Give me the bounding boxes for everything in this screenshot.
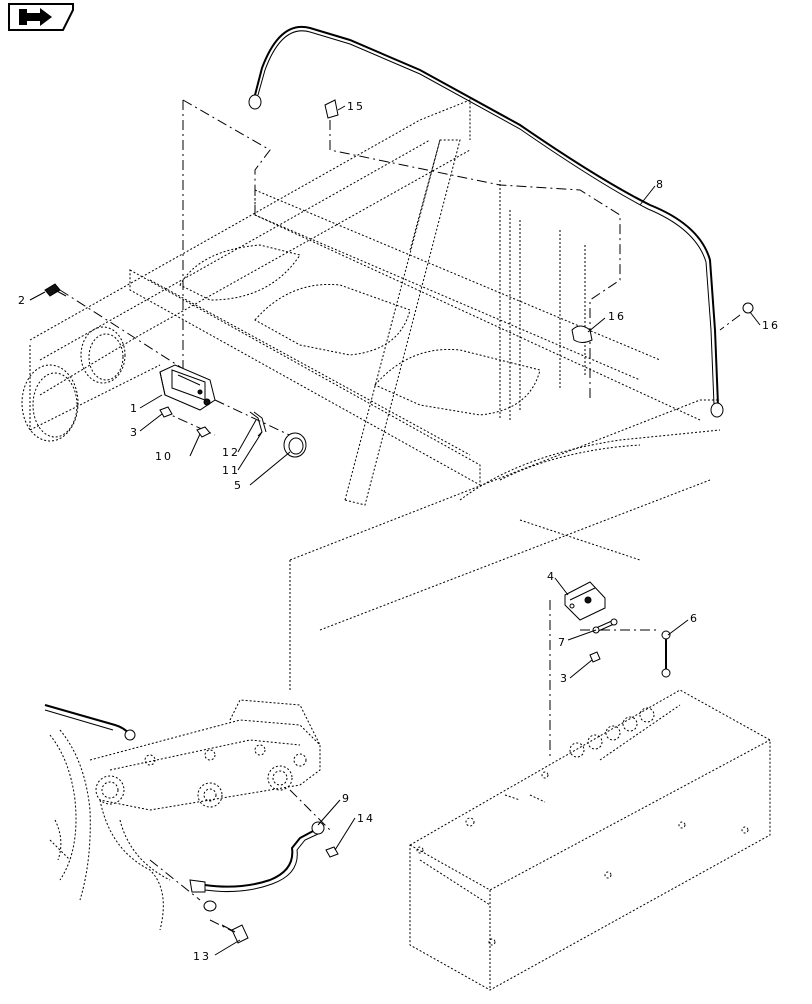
ground-cable-9: [189, 821, 325, 912]
clip-15-lower: [571, 325, 593, 343]
callout-14: 14: [357, 812, 375, 825]
clip-15-upper: [324, 99, 339, 119]
callout-labels: 2 1 3 10 12 11 5 15 16 8 16 4 7 3 6 9 14…: [18, 100, 780, 963]
cap-5: [283, 432, 307, 458]
cable-8: [248, 25, 724, 418]
callout-7: 7: [558, 636, 567, 649]
leader-lines: [29, 105, 761, 956]
callout-6: 6: [690, 612, 699, 625]
assembly-lines: [59, 99, 741, 936]
callout-16: 16: [762, 319, 780, 332]
bolt-13: [221, 924, 249, 944]
callout-3-lower: 3: [560, 672, 569, 685]
callout-2: 2: [18, 294, 27, 307]
link-7: [592, 618, 618, 634]
chassis-frame: [21, 99, 721, 690]
strap-6: [661, 630, 671, 678]
next-page-button[interactable]: [6, 2, 76, 32]
callout-15-upper: 15: [347, 100, 365, 113]
relay-1: [159, 364, 216, 411]
callout-9: 9: [342, 792, 351, 805]
callout-4: 4: [547, 570, 556, 583]
callout-13: 13: [193, 950, 211, 963]
next-page-arrow-icon: [8, 3, 74, 31]
callout-5: 5: [234, 479, 243, 492]
bolt-2: [44, 283, 67, 297]
terminal-11-12: [249, 411, 267, 437]
nut-3-lower: [589, 651, 601, 663]
battery-box: [409, 689, 771, 991]
callout-11: 11: [222, 464, 240, 477]
callout-1: 1: [130, 402, 139, 415]
engine-detail: [44, 699, 321, 931]
callout-8: 8: [656, 178, 665, 191]
callout-15-lower: 16: [608, 310, 626, 323]
callout-3-upper: 3: [130, 426, 139, 439]
grommet-16: [742, 302, 754, 314]
nut-3-upper: [159, 406, 173, 418]
callout-10: 10: [155, 450, 173, 463]
bracket-4: [564, 581, 606, 621]
callout-12: 12: [222, 446, 240, 459]
